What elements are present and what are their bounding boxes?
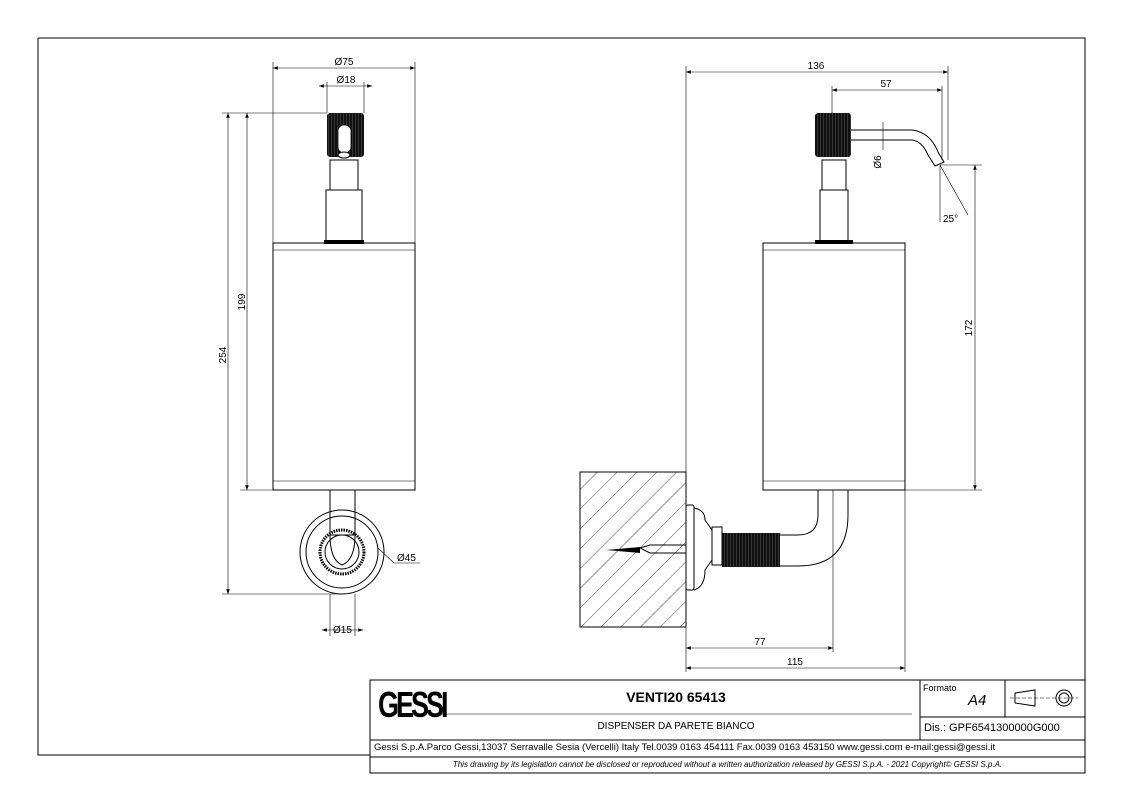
drawing-frame [37, 37, 1086, 756]
dim-dia-rosette: Ø45 [397, 553, 416, 564]
dim-spout-length: 57 [880, 79, 892, 90]
dim-dia-body: Ø75 [335, 57, 354, 68]
front-view [222, 62, 420, 636]
drawing-number: Dis.: GPF6541300000G000 [924, 722, 1060, 734]
gessi-logo: GESSI [378, 684, 449, 725]
dim-depth-total: 136 [808, 61, 825, 72]
dim-dia-pipe: Ø15 [333, 625, 352, 636]
company-address: Gessi S.p.A.Parco Gessi,13037 Serravalle… [374, 742, 996, 753]
dim-spout-height: 172 [964, 319, 975, 336]
dim-depth-body: 115 [787, 657, 803, 668]
format-label: Formato [923, 683, 957, 693]
dim-dia-knob: Ø18 [337, 75, 356, 86]
dim-dia-spout: Ø6 [873, 155, 884, 169]
format-value: A4 [968, 692, 987, 709]
product-description: DISPENSER DA PARETE BIANCO [597, 721, 755, 732]
dim-height-total: 254 [218, 346, 229, 363]
dim-height-body: 199 [237, 293, 248, 310]
knob [815, 113, 851, 157]
copyright-disclaimer: This drawing by its legislation cannot b… [452, 760, 1003, 769]
title-block-frame [369, 679, 1086, 774]
dim-spout-angle: 25° [943, 214, 958, 225]
side-view [579, 66, 982, 672]
knurled-sleeve [722, 533, 780, 567]
product-title: VENTI20 65413 [626, 689, 726, 705]
dim-depth-pipe: 77 [754, 637, 766, 648]
